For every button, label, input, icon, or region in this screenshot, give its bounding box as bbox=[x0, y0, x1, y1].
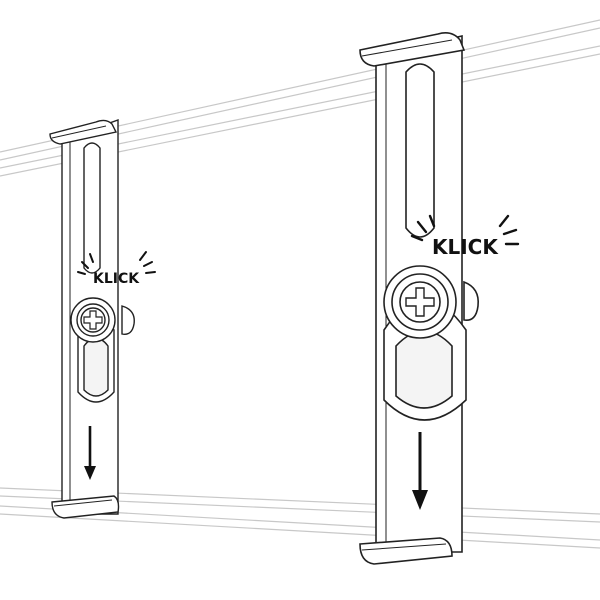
left-clamp bbox=[49, 119, 135, 519]
left-down-arrow-icon bbox=[84, 426, 96, 480]
right-klick-burst bbox=[410, 214, 520, 246]
left-klick-burst bbox=[77, 251, 156, 275]
right-klick-label: KLICK bbox=[432, 235, 499, 259]
left-klick-label: KLICK bbox=[93, 271, 140, 287]
right-down-arrow-icon bbox=[412, 432, 428, 510]
right-clamp bbox=[359, 32, 480, 565]
